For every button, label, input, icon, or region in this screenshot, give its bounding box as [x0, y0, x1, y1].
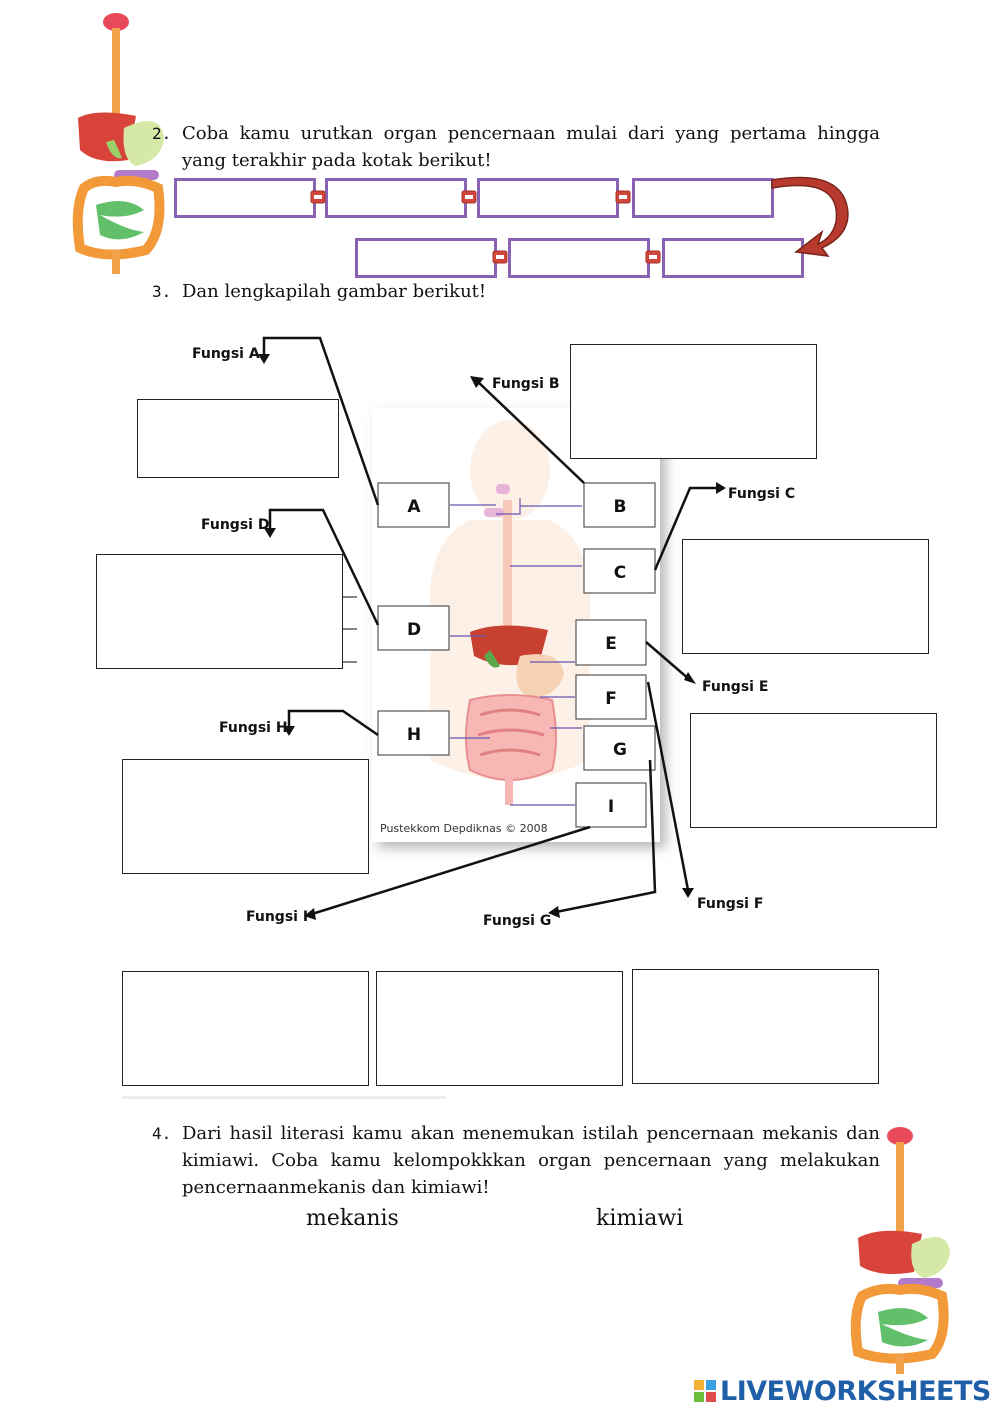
question-number: 2.	[152, 124, 172, 143]
column-heading-mekanis: mekanis	[306, 1206, 399, 1231]
answer-box-fungsi-h[interactable]	[122, 759, 369, 874]
function-label-a: Fungsi A	[192, 346, 260, 362]
label-box-f	[575, 674, 647, 720]
arrow-i	[311, 825, 591, 916]
question-3: 3. Dan lengkapilah gambar berikut!	[152, 278, 880, 306]
function-label-c: Fungsi C	[728, 486, 795, 502]
arrow-g	[555, 759, 657, 914]
answer-box-fungsi-a[interactable]	[137, 399, 339, 478]
answer-box-fungsi-e[interactable]	[690, 713, 937, 828]
sequence-box-4[interactable]	[632, 178, 774, 218]
logo-mark-icon	[694, 1380, 716, 1402]
question-number: 3.	[152, 282, 172, 301]
label-box-h	[377, 710, 450, 756]
column-heading-kimiawi: kimiawi	[596, 1206, 684, 1231]
question-text: Dari hasil literasi kamu akan menemukan …	[182, 1123, 880, 1198]
label-box-i	[575, 782, 647, 828]
question-4: 4. Dari hasil literasi kamu akan menemuk…	[152, 1120, 880, 1204]
function-label-d: Fungsi D	[201, 517, 269, 533]
sequence-connectors	[310, 176, 849, 264]
arrow-d	[268, 508, 380, 626]
arrow-c	[653, 486, 718, 571]
label-box-a	[377, 482, 450, 528]
answer-box-fungsi-g[interactable]	[376, 971, 623, 1086]
divider	[122, 1096, 446, 1099]
label-c: C	[614, 563, 626, 583]
sequence-box-7[interactable]	[662, 238, 804, 278]
function-label-f: Fungsi F	[697, 896, 763, 912]
curved-arrow-icon	[771, 176, 849, 257]
arrow-f	[646, 681, 690, 891]
esophagus	[503, 500, 512, 630]
label-d: D	[407, 620, 421, 640]
large-intestine-end	[505, 775, 513, 805]
label-i: I	[608, 797, 614, 817]
question-number: 4.	[152, 1124, 172, 1143]
question-text: Coba kamu urutkan organ pencernaan mulai…	[182, 123, 880, 171]
arrow-heads	[258, 354, 726, 920]
answer-box-fungsi-d[interactable]	[96, 554, 343, 669]
function-label-h: Fungsi H	[219, 720, 288, 736]
function-label-g: Fungsi G	[483, 913, 551, 929]
logo-text: LIVEWORKSHEETS	[720, 1375, 991, 1407]
answer-box-fungsi-i[interactable]	[122, 971, 369, 1086]
label-box-d	[377, 605, 450, 651]
function-arrows	[262, 336, 718, 916]
answer-box-fungsi-f[interactable]	[632, 969, 879, 1084]
function-label-i: Fungsi I	[246, 909, 308, 925]
sequence-box-1[interactable]	[174, 178, 316, 218]
function-label-e: Fungsi E	[702, 679, 768, 695]
digestive-system-icon	[850, 1127, 950, 1374]
arrow-h	[287, 709, 379, 737]
label-f: F	[605, 689, 617, 709]
answer-box-fungsi-c[interactable]	[682, 539, 929, 654]
liveworksheets-logo: LIVEWORKSHEETS	[694, 1375, 991, 1407]
digestive-system-icon	[72, 13, 165, 274]
label-box-e	[575, 619, 647, 666]
question-2: 2. Coba kamu urutkan organ pencernaan mu…	[152, 120, 880, 176]
arrow-b	[475, 379, 585, 484]
arrow-e	[645, 641, 691, 681]
question-text: Dan lengkapilah gambar berikut!	[182, 281, 487, 302]
label-box-c	[583, 548, 656, 594]
label-g: G	[613, 740, 627, 760]
label-a: A	[407, 497, 421, 517]
digestive-diagram: A B C D E F G H I Pustekkom Depdiknas © …	[192, 336, 795, 929]
organ-pointer-lines	[450, 498, 582, 806]
label-box-b	[583, 482, 656, 528]
sequence-box-3[interactable]	[477, 178, 619, 218]
small-intestine	[465, 694, 557, 781]
image-credit: Pustekkom Depdiknas © 2008	[380, 822, 548, 835]
stomach	[516, 654, 564, 697]
label-h: H	[407, 725, 421, 745]
label-e: E	[605, 634, 617, 654]
label-b: B	[614, 497, 627, 517]
organ-label-boxes	[377, 482, 656, 828]
arrow-a	[262, 336, 380, 506]
label-box-g	[583, 725, 656, 771]
answer-box-fungsi-b[interactable]	[570, 344, 817, 459]
function-label-b: Fungsi B	[492, 376, 560, 392]
sequence-box-2[interactable]	[325, 178, 467, 218]
